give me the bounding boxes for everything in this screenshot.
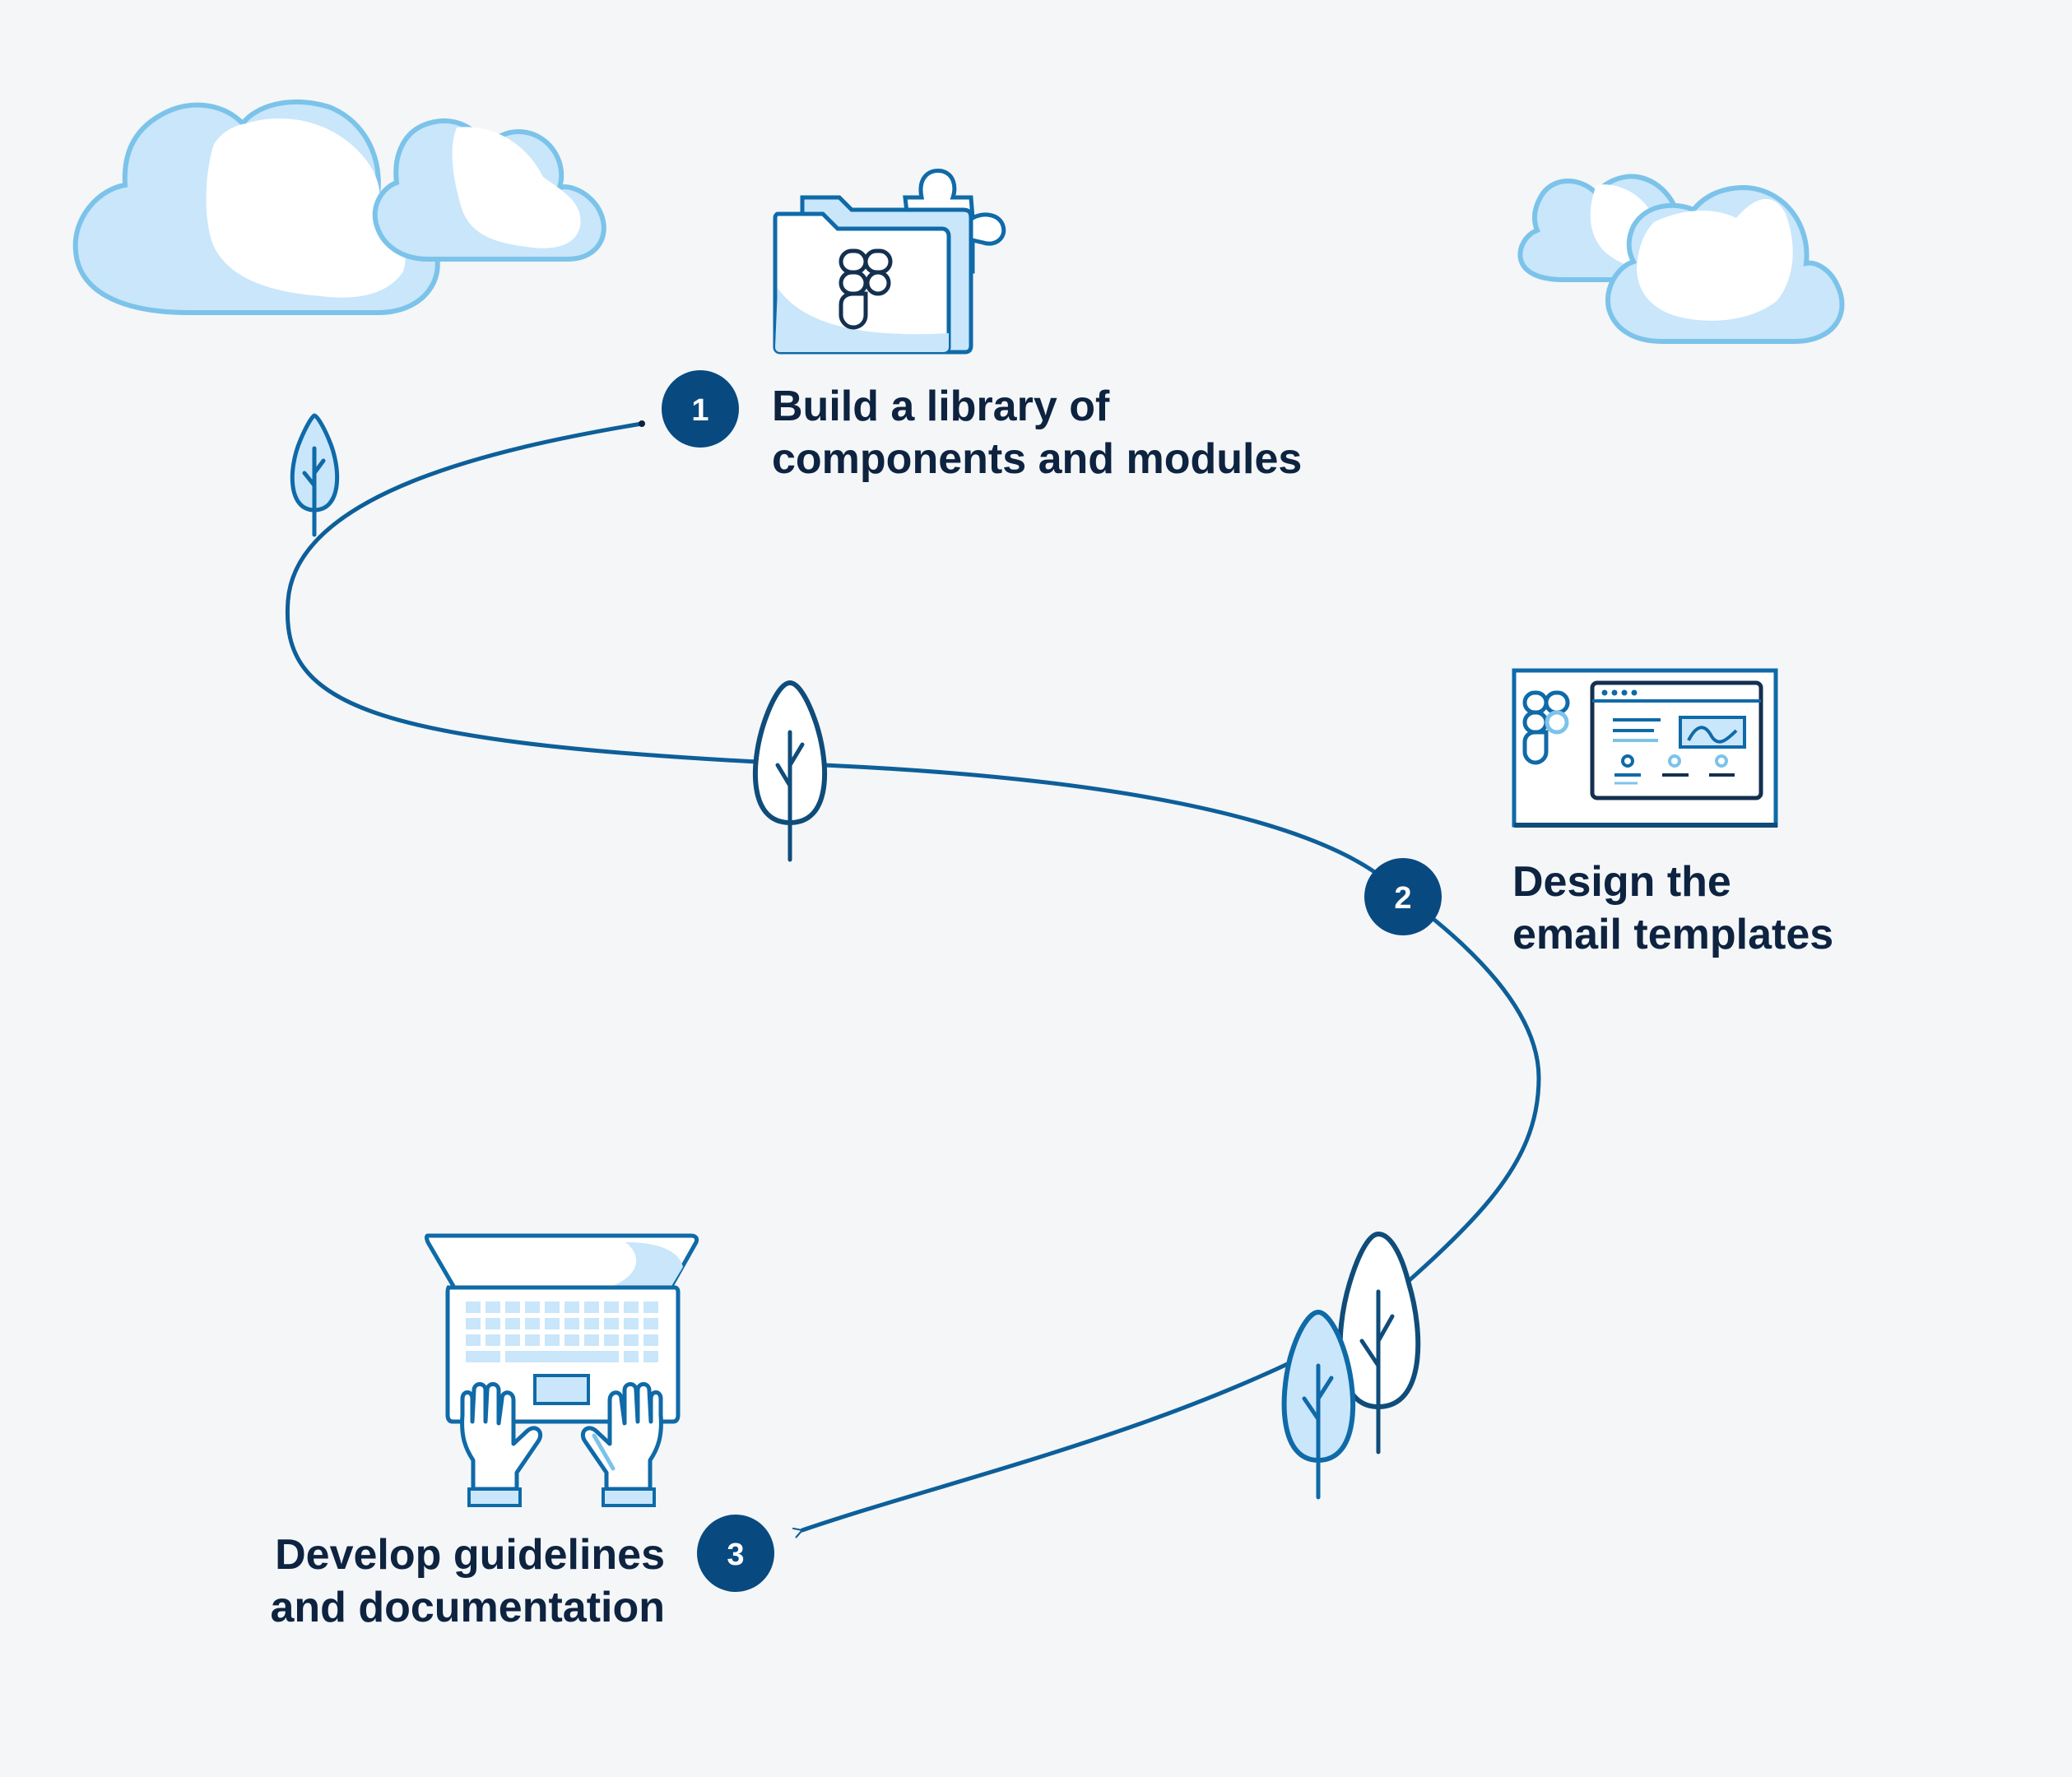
step-1-label-line1: Build a library of	[772, 383, 1110, 430]
cloud-icon	[372, 118, 606, 262]
step-2-number: 2	[1394, 881, 1411, 916]
cloud-icon	[72, 99, 440, 315]
step-3-label: Develop guidelines and documentation	[270, 1529, 665, 1634]
cloud-icon	[1605, 184, 1845, 344]
figma-folder-puzzle-icon	[773, 168, 1006, 355]
step-1-label-line2: components and modules	[772, 435, 1303, 483]
step-3-label-line2: and documentation	[270, 1584, 665, 1631]
step-3-badge: 3	[697, 1515, 774, 1592]
tree-icon	[1281, 1309, 1356, 1500]
step-2-label-line1: Design the	[1512, 858, 1731, 906]
step-1-badge: 1	[662, 370, 739, 448]
step-3-label-line1: Develop guidelines	[275, 1531, 665, 1579]
step-1-number: 1	[691, 393, 708, 428]
tree-icon	[290, 413, 340, 537]
step-1-label: Build a library of components and module…	[772, 380, 1302, 485]
tree-icon	[752, 680, 828, 862]
step-2-label-line2: email templates	[1512, 911, 1834, 958]
figma-email-template-icon	[1512, 668, 1778, 828]
laptop-typing-icon	[425, 1233, 699, 1507]
step-2-label: Design the email templates	[1512, 856, 1833, 961]
step-2-badge: 2	[1364, 858, 1442, 935]
step-3-number: 3	[727, 1538, 744, 1572]
